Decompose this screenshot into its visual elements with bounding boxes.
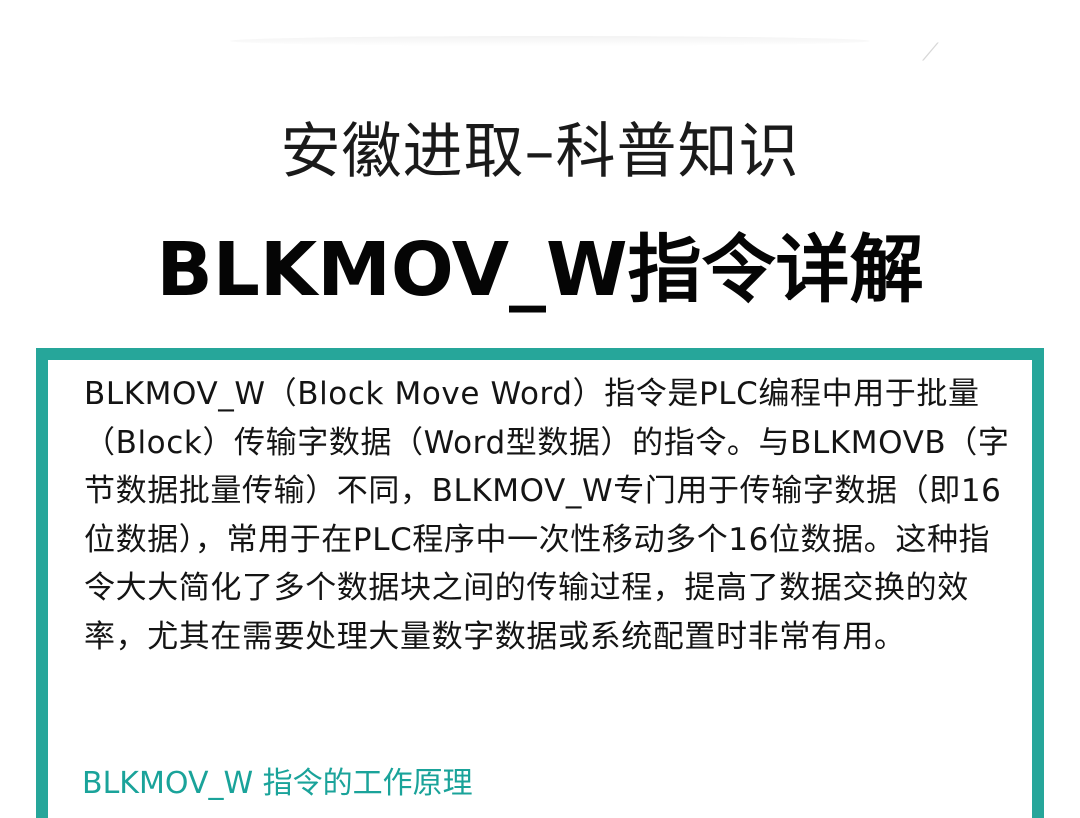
top-shadow	[230, 36, 870, 46]
page-subtitle: 安徽进取–科普知识	[280, 117, 800, 187]
card-body: BLKMOV_W（Block Move Word）指令是PLC编程中用于批量（B…	[84, 370, 1020, 661]
corner-mark-icon: ⟋	[922, 38, 939, 66]
section-heading: BLKMOV_W 指令的工作原理	[82, 766, 473, 801]
content-card: BLKMOV_W（Block Move Word）指令是PLC编程中用于批量（B…	[36, 348, 1044, 818]
page-title: BLKMOV_W指令详解	[156, 227, 924, 313]
intro-paragraph: BLKMOV_W（Block Move Word）指令是PLC编程中用于批量（B…	[84, 376, 1010, 655]
